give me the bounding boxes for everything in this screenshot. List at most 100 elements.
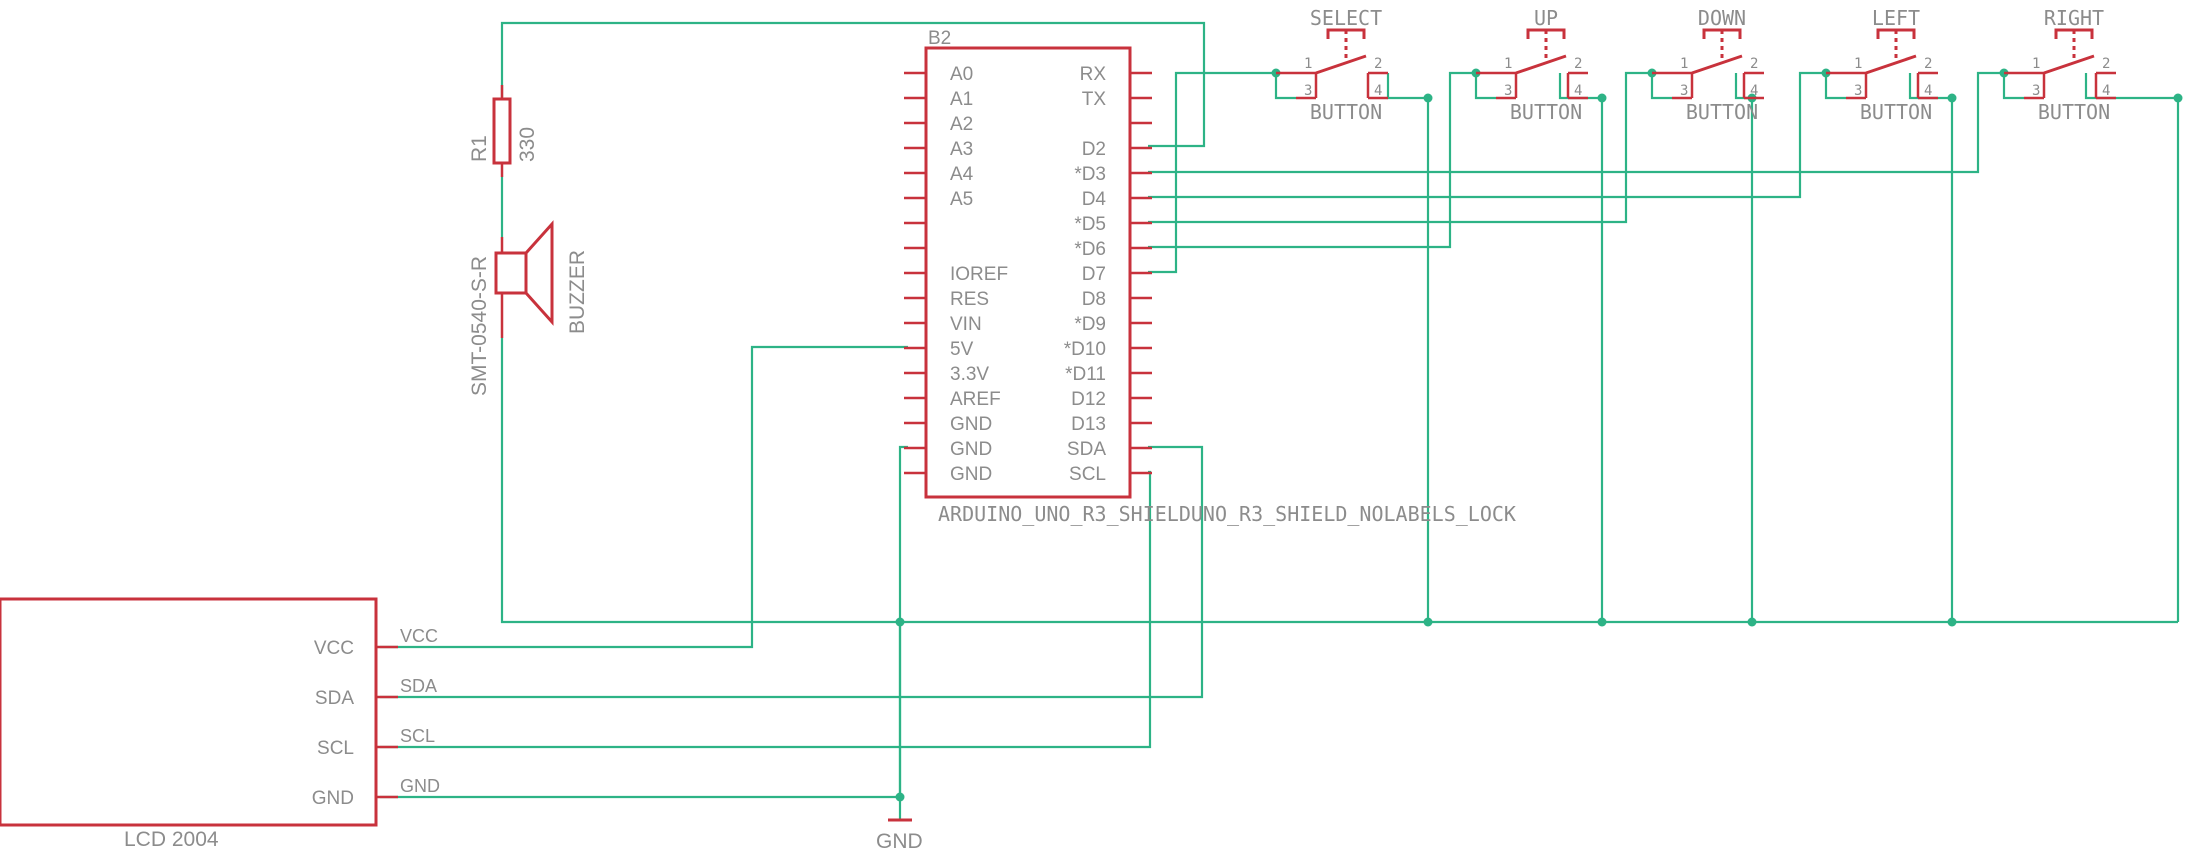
arduino-pin-label: GND [950,439,992,460]
wire-d4-left [1148,71,1826,199]
arduino-pin-label: 5V [950,339,974,360]
arduino-pin-label: *D6 [1074,239,1106,260]
button-pin-number: 2 [1574,56,1582,72]
arduino-pin-label: D2 [1082,139,1106,160]
wire-d3-right [1148,71,2004,174]
buzzer-body [494,251,528,295]
button-pin-number: 4 [1574,83,1582,99]
arduino-pin-label: A3 [950,139,973,160]
arduino-pin-label: D12 [1071,389,1106,410]
junction [895,792,905,802]
lcd-name: LCD 2004 [124,828,219,851]
button-pin-number: 1 [1504,56,1512,72]
arduino-pin-label: IOREF [950,264,1008,285]
arduino-pin-label: D4 [1082,189,1107,210]
arduino-board: B2 ARDUINO_UNO_R3_SHIELDUNO_R3_SHIELD_NO… [904,28,1516,526]
button-pin-number: 3 [1304,83,1312,99]
junction [2173,93,2183,103]
button-pin-number: 1 [2032,56,2040,72]
lcd-pin-label: SDA [315,688,354,709]
wire-buzzer-gndbus [500,338,2178,624]
button-pin-number: 4 [2102,83,2110,99]
arduino-pin-label: D8 [1082,289,1106,310]
lcd-net-label: VCC [400,626,438,646]
wire-5v-vcc [380,345,908,649]
buzzer-horn-icon [524,220,554,326]
arduino-pin-label: A0 [950,64,973,85]
button-pin-number: 3 [1680,83,1688,99]
buzzer-value: BUZZER [566,250,589,334]
wire-select-pin3 [1274,73,1296,100]
arduino-pin-label: GND [950,464,992,485]
button-pin-number: 1 [1304,56,1312,72]
wire-left-gnd [1908,73,1954,622]
arduino-pin-label: RES [950,289,989,310]
wire-up-pin3 [1474,73,1496,100]
button-value: BUTTON [1510,100,1582,124]
arduino-pin-label: A4 [950,164,974,185]
button-switch-arm-icon [1515,54,1567,75]
arduino-pin-label: *D9 [1074,314,1106,335]
arduino-pin-label: SCL [1069,464,1106,485]
arduino-pins: A0A1A2A3A4A5IOREFRESVIN5V3.3VAREFGNDGNDG… [904,64,1152,485]
wire-right-gnd [2084,73,2180,622]
arduino-pin-label: RX [1080,64,1107,85]
button-switch-arm-icon [1691,54,1743,75]
button-pin-number: 4 [1750,83,1758,99]
arduino-pin-label: TX [1082,89,1107,110]
wire-resistor-d2 [500,21,1206,148]
button-switch-arm-icon [2043,54,2095,75]
lcd-net-label: GND [400,776,440,796]
button-name: SELECT [1310,6,1382,30]
resistor-name: R1 [468,135,491,162]
wire-right-pin3 [2002,73,2024,100]
arduino-pin-label: A2 [950,114,973,135]
lcd-pin-label: SCL [317,738,354,759]
wire-up-gnd [1558,73,1604,622]
lcd-net-label: SDA [400,676,437,696]
button-pin-number: 3 [2032,83,2040,99]
arduino-pin-label: *D11 [1065,364,1106,385]
button-pin-number: 2 [1374,56,1382,72]
junction [1597,617,1607,627]
button-pin-number: 1 [1854,56,1862,72]
arduino-pin-label: A1 [950,89,973,110]
wire-left-pin3 [1824,73,1846,100]
wires [380,21,2180,820]
button-value: BUTTON [1860,100,1932,124]
arduino-pin-label: *D10 [1064,339,1106,360]
wire-down-gnd [1734,73,1754,622]
arduino-pin-label: 3.3V [950,364,989,385]
junction [1947,93,1957,103]
lcd-pin-label: VCC [314,638,354,659]
arduino-value: ARDUINO_UNO_R3_SHIELDUNO_R3_SHIELD_NOLAB… [938,502,1516,526]
button-switch-arm-icon [1865,54,1917,75]
buzzer: SMT-0540-S-R BUZZER [468,220,589,396]
wire-select-gnd [1386,73,1430,622]
buzzer-name: SMT-0540-S-R [468,256,491,396]
junction [1597,93,1607,103]
button-pin-number: 2 [1924,56,1932,72]
resistor-r1: R1 330 [468,85,539,177]
lcd-pin-label: GND [312,788,354,809]
wire-d5-down [1148,71,1652,224]
button-pin-number: 2 [1750,56,1758,72]
button-switch-arm-icon [1315,54,1367,75]
junction [895,617,905,627]
arduino-pin-label: *D5 [1074,214,1106,235]
lcd-body [0,597,378,827]
gnd-label: GND [876,830,923,853]
button-pin-number: 3 [1504,83,1512,99]
button-pin-number: 1 [1680,56,1688,72]
button-name: DOWN [1698,6,1746,30]
button-pin-number: 3 [1854,83,1862,99]
resistor-value: 330 [516,127,539,162]
